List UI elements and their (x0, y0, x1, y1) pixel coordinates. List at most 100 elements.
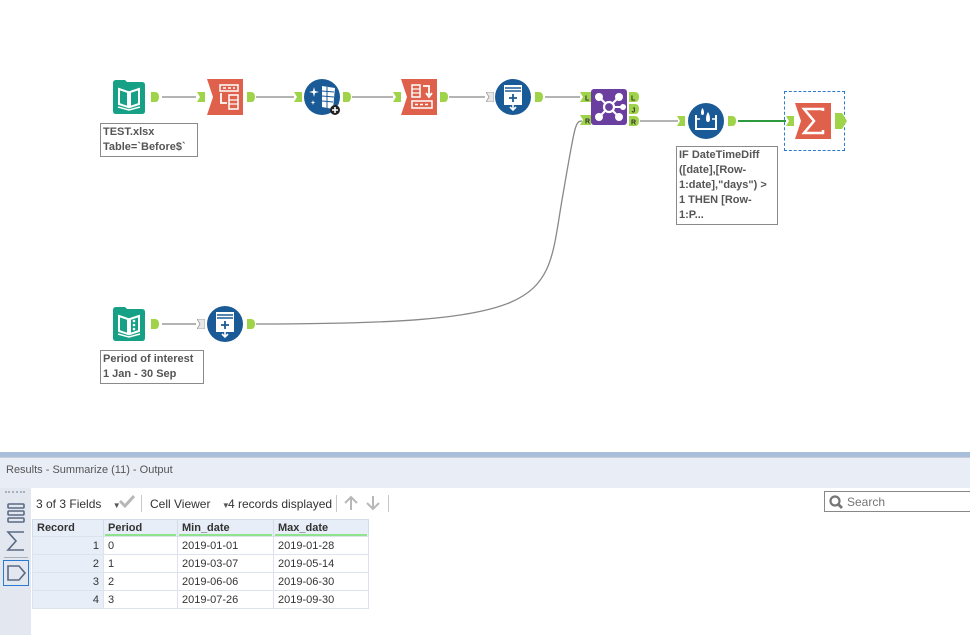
chevron-down-icon: ▼ (112, 501, 121, 510)
output-anchor[interactable] (247, 92, 255, 102)
data-cleansing-icon (304, 79, 340, 115)
tool-annotation: Period of interest 1 Jan - 30 Sep (100, 350, 204, 384)
annotation-line: 1:date],"days") > (679, 179, 767, 191)
tool-annotation: IF DateTimeDiff ([date],[Row- 1:date],"d… (676, 146, 778, 225)
column-header-max-date[interactable]: Max_date (273, 519, 369, 537)
append-fields-tool[interactable] (495, 79, 531, 115)
append-fields-icon (495, 79, 531, 115)
join-output-right-anchor[interactable]: R (629, 116, 639, 126)
scroll-down-button[interactable] (364, 494, 382, 515)
results-panel: Results - Summarize (11) - Output 3 of 3… (0, 452, 970, 635)
column-header-period[interactable]: Period (103, 519, 178, 537)
input-anchor[interactable] (393, 92, 401, 102)
annotation-line: IF DateTimeDiff (679, 149, 760, 161)
svg-text:L: L (631, 96, 636, 103)
join-output-join-anchor[interactable]: J (629, 104, 639, 114)
data-cleansing-tool[interactable] (304, 79, 340, 115)
input-anchor-source[interactable] (197, 319, 205, 329)
text-input-tool[interactable] (111, 306, 147, 342)
output-anchor[interactable] (151, 319, 159, 329)
scroll-up-button[interactable] (342, 494, 360, 515)
drag-grip[interactable] (5, 491, 25, 495)
input-anchor[interactable] (786, 116, 794, 126)
column-header-min-date[interactable]: Min_date (177, 519, 274, 537)
select-icon (207, 79, 243, 115)
input-anchor[interactable] (294, 92, 302, 102)
input-anchor[interactable] (197, 92, 205, 102)
multi-row-formula-tool[interactable] (688, 103, 724, 139)
apply-fields-button[interactable] (118, 493, 136, 512)
annotation-line: Table=`Before$` (103, 141, 186, 153)
input-anchor-source[interactable] (486, 92, 494, 102)
record-cell: 1 (32, 536, 104, 555)
max-date-cell[interactable]: 2019-05-14 (273, 554, 369, 573)
metadata-view-button[interactable] (3, 528, 29, 554)
table-row[interactable]: 4 3 2019-07-26 2019-09-30 (32, 590, 369, 609)
svg-text:R: R (631, 120, 636, 127)
append-fields-icon (207, 306, 243, 342)
min-date-cell[interactable]: 2019-03-07 (177, 554, 274, 573)
max-date-cell[interactable]: 2019-01-28 (273, 536, 369, 555)
output-anchor[interactable] (835, 113, 847, 129)
divider (4, 557, 28, 558)
period-cell[interactable]: 0 (103, 536, 178, 555)
arrow-down-icon (366, 496, 380, 511)
output-anchor-icon (7, 565, 27, 581)
input-anchor[interactable] (677, 116, 685, 126)
panel-splitter[interactable] (0, 452, 970, 458)
annotation-line: 1 Jan - 30 Sep (103, 368, 177, 380)
chevron-down-icon: ▼ (221, 501, 230, 510)
cell-viewer-dropdown[interactable]: Cell Viewer ▼ (150, 497, 230, 511)
column-header-record[interactable]: Record (32, 519, 104, 537)
append-fields-tool[interactable] (207, 306, 243, 342)
workflow-canvas[interactable]: TEST.xlsx Table=`Before$` (0, 0, 970, 452)
period-cell[interactable]: 2 (103, 572, 178, 591)
select-tool[interactable] (207, 79, 243, 115)
table-row[interactable]: 2 1 2019-03-07 2019-05-14 (32, 554, 369, 573)
output-view-button[interactable] (3, 560, 29, 586)
table-row[interactable]: 1 0 2019-01-01 2019-01-28 (32, 536, 369, 555)
annotation-line: ([date],[Row- (679, 164, 747, 176)
min-date-cell[interactable]: 2019-07-26 (177, 590, 274, 609)
divider (141, 495, 142, 512)
join-output-left-anchor[interactable]: L (629, 92, 639, 102)
input-data-tool[interactable] (111, 79, 147, 115)
output-anchor[interactable] (728, 116, 736, 126)
multi-row-formula-icon (688, 103, 724, 139)
results-table: Record Period Min_date Max_date 1 0 2019… (32, 519, 369, 609)
record-cell: 3 (32, 572, 104, 591)
max-date-cell[interactable]: 2019-06-30 (273, 572, 369, 591)
search-icon (829, 495, 843, 509)
results-toolbar: 3 of 3 Fields ▼ Cell Viewer ▼ 4 records … (31, 488, 970, 518)
min-date-cell[interactable]: 2019-06-06 (177, 572, 274, 591)
annotation-line: 1 THEN [Row- (679, 194, 752, 206)
results-sidebar (0, 488, 31, 635)
arrow-up-icon (344, 495, 358, 510)
output-anchor[interactable] (151, 92, 159, 102)
header-row: Record Period Min_date Max_date (32, 519, 369, 537)
table-row[interactable]: 3 2 2019-06-06 2019-06-30 (32, 572, 369, 591)
min-date-cell[interactable]: 2019-01-01 (177, 536, 274, 555)
join-input-left-anchor[interactable]: L (580, 92, 591, 102)
sort-tool[interactable] (401, 79, 437, 115)
fields-label: 3 of 3 Fields (36, 497, 102, 511)
output-anchor[interactable] (247, 319, 255, 329)
search-input[interactable] (847, 493, 967, 510)
output-anchor[interactable] (343, 92, 351, 102)
annotation-line: 1:P... (679, 209, 704, 221)
max-date-cell[interactable]: 2019-09-30 (273, 590, 369, 609)
tool-annotation: TEST.xlsx Table=`Before$` (100, 123, 198, 157)
output-anchor[interactable] (535, 92, 543, 102)
search-box[interactable] (824, 491, 970, 512)
period-cell[interactable]: 1 (103, 554, 178, 573)
join-tool[interactable] (591, 89, 627, 125)
summarize-tool[interactable] (795, 103, 831, 139)
records-count: 4 records displayed (228, 497, 333, 511)
table-view-button[interactable] (3, 500, 29, 526)
viewer-label: Cell Viewer (150, 497, 211, 511)
period-cell[interactable]: 3 (103, 590, 178, 609)
output-anchor[interactable] (440, 92, 448, 102)
join-icon (591, 89, 627, 125)
fields-dropdown[interactable]: 3 of 3 Fields ▼ (36, 497, 121, 511)
join-input-right-anchor[interactable]: R (580, 115, 591, 125)
